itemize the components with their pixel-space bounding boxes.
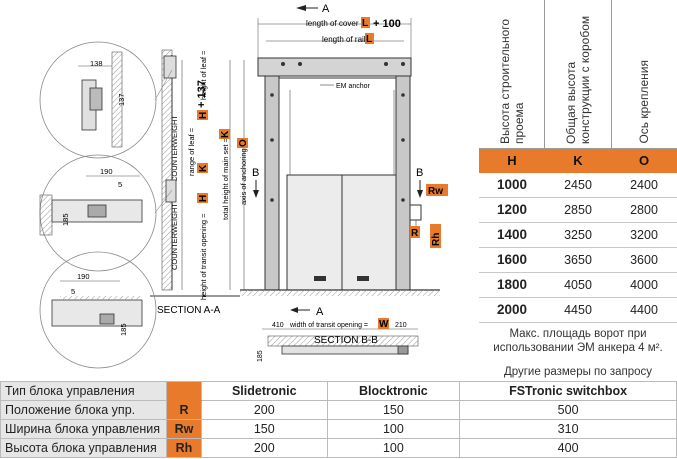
- dim-190-b: 190: [77, 272, 90, 281]
- section-bb-label: SECTION B-B: [314, 335, 378, 346]
- code-o-badge: [237, 138, 248, 148]
- header-code-cell: [166, 381, 202, 401]
- total-height-label: total height of main set =: [221, 137, 230, 220]
- svg-text:H: H: [198, 195, 209, 202]
- length-of-rail-label: length of rail =: [322, 35, 373, 44]
- other-sizes-note: Другие размеры по запросу: [503, 366, 653, 378]
- detail-views: 138 137 190 5 185 190 5 185: [39, 41, 173, 369]
- svg-text:K: K: [198, 164, 209, 172]
- dim-137: 137: [117, 93, 126, 106]
- dim-190-a: 190: [100, 167, 113, 176]
- dim-210: 210: [395, 322, 407, 329]
- col-fstronic: FSTronic switchbox: [459, 381, 677, 401]
- code-k-badge: [197, 163, 208, 173]
- code-k: K: [573, 153, 583, 168]
- range-of-leaf-label: range of leaf =: [187, 127, 196, 176]
- height-of-leaf-label: height of leaf =: [199, 50, 208, 100]
- b-left-label: B: [252, 167, 259, 179]
- code-h-leaf-badge: [197, 110, 208, 120]
- control-unit-table: Тип блока управления Slidetronic Blocktr…: [0, 381, 677, 458]
- dim-138: 138: [90, 59, 103, 68]
- dimensions-header: Высота строительного проема Общая высота…: [479, 0, 677, 149]
- dimensions-table: Высота строительного проема Общая высота…: [479, 0, 677, 379]
- table-header-row: Тип блока управления Slidetronic Blocktr…: [0, 381, 677, 401]
- svg-text:Rw: Rw: [428, 186, 443, 197]
- code-h-transit-badge: [197, 193, 208, 203]
- dim-185-b: 185: [119, 323, 128, 336]
- code-rh-badge: [430, 224, 441, 248]
- code-r-badge: [410, 226, 420, 238]
- dim-410: 410: [272, 322, 284, 329]
- control-type-label: Тип блока управления: [0, 381, 167, 401]
- code-w-badge: [378, 318, 389, 329]
- cover-formula: + 100: [373, 18, 401, 30]
- svg-text:O: O: [238, 139, 249, 147]
- code-k-total-badge: [219, 129, 230, 139]
- svg-text:W: W: [379, 319, 389, 330]
- table-row: Ширина блока управления Rw 150 100 310: [0, 419, 677, 439]
- height-of-transit-label: height of transit opening =: [199, 213, 208, 300]
- dimensions-codes: H K O: [479, 149, 677, 173]
- length-of-cover-label: length of cover =: [306, 19, 366, 28]
- counterweight-2: COUNTERWEIGHT: [170, 203, 179, 270]
- table-row: Положение блока упр. R 200 150 500: [0, 400, 677, 420]
- counterweight-1: COUNTERWEIGHT: [170, 115, 179, 182]
- dim-5-a: 5: [118, 180, 122, 189]
- svg-text:R: R: [411, 228, 419, 239]
- leaf-formula: + 137: [196, 80, 208, 108]
- code-l-rail-badge: [365, 33, 374, 44]
- dim-185-c: 185: [257, 350, 264, 362]
- section-b-markers: B B: [252, 167, 423, 198]
- table-row: Высота блока управления Rh 200 100 400: [0, 438, 677, 458]
- em-anchor-label: EM anchor: [336, 83, 371, 90]
- section-bb-plan: A 410 width of transit opening = W 210 S…: [257, 306, 419, 362]
- header-anchor-axis: Ось крепления: [637, 60, 652, 144]
- svg-text:L: L: [362, 18, 368, 29]
- b-right-label: B: [416, 167, 423, 179]
- svg-text:L: L: [366, 34, 372, 45]
- header-opening-height: Высота строительного проема: [479, 0, 546, 148]
- svg-text:H: H: [198, 112, 209, 119]
- top-dimensions: A length of cover = L + 100 length of ra…: [257, 3, 412, 60]
- axis-of-anchoring-label: axis of anchoring =: [239, 141, 248, 205]
- section-aa-profile: SECTION A-A COUNTERWEIGHT: [150, 49, 240, 316]
- header-total-height: Общая высота конструкции с коробом: [545, 0, 612, 148]
- dim-185-a: 185: [61, 213, 70, 226]
- code-o: O: [638, 153, 650, 168]
- code-h: H: [507, 153, 517, 168]
- code-l-badge: [361, 17, 370, 28]
- width-of-transit-label: width of transit opening =: [289, 322, 368, 329]
- section-aa-label: SECTION A-A: [157, 305, 221, 316]
- section-a-bottom-arrow-label: A: [316, 306, 324, 318]
- code-rw-badge: [426, 184, 448, 196]
- vertical-dimensions: COUNTERWEIGHT range of leaf = K height o…: [170, 50, 249, 300]
- section-a-arrow-label: A: [322, 3, 330, 15]
- col-blocktronic: Blocktronic: [326, 381, 461, 401]
- dim-5-b: 5: [71, 287, 75, 296]
- max-area-note: Макс. площадь ворот при использовании ЭМ…: [493, 328, 663, 354]
- technical-drawing: A length of cover = L + 100 length of ra…: [39, 3, 448, 369]
- door-front-view: EM anchor: [240, 57, 440, 296]
- col-slidetronic: Slidetronic: [201, 381, 328, 401]
- control-box: Rw R Rh: [409, 184, 448, 248]
- svg-text:K: K: [220, 130, 231, 138]
- svg-text:Rh: Rh: [431, 233, 442, 246]
